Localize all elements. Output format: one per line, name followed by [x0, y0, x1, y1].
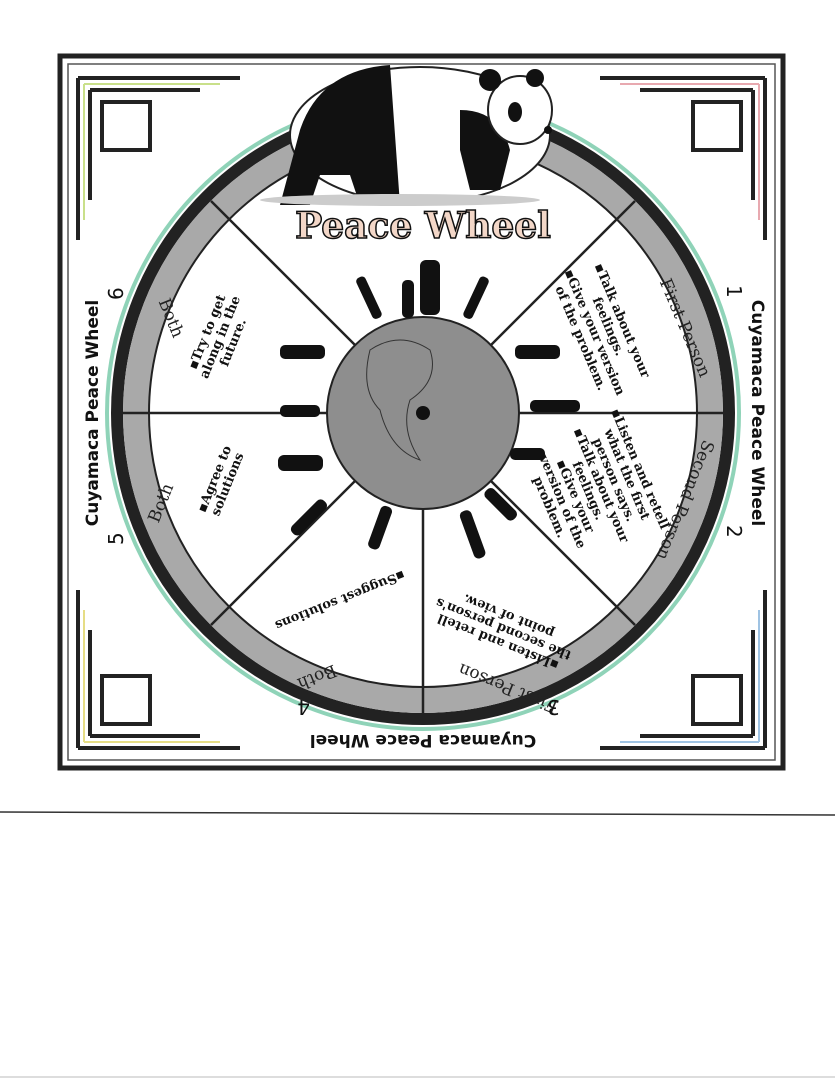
diagram-title: Peace Wheel [295, 205, 551, 247]
outer-frame [57, 53, 786, 771]
step-number-6: 6 [104, 287, 128, 300]
step-number-3: 3 [547, 695, 560, 719]
side-label-left: Cuyamaca Peace Wheel [83, 300, 103, 527]
globe-continents [366, 339, 433, 461]
corner-ornament-top-left [76, 76, 240, 240]
corner-ornament-bottom-right [600, 590, 767, 750]
side-label-bottom: Cuyamaca Peace Wheel [310, 730, 537, 750]
step-number-4: 4 [297, 695, 310, 719]
step-number-2: 2 [722, 525, 746, 538]
corner-ornament-top-right [600, 76, 767, 240]
inner-frame [67, 63, 776, 761]
globe-center-dot [416, 406, 430, 420]
page-divider [0, 811, 835, 816]
wheel [105, 95, 741, 731]
panda-illustration [260, 65, 553, 206]
side-label-right: Cuyamaca Peace Wheel [747, 300, 767, 527]
step-number-1: 1 [722, 285, 746, 298]
corner-ornament-bottom-left [76, 590, 240, 750]
people-silhouettes [278, 260, 580, 559]
step-number-5: 5 [104, 532, 128, 545]
